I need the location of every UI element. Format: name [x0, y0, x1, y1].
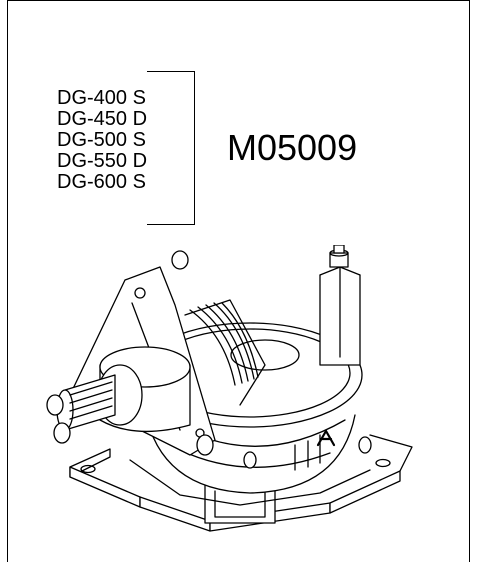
- model-item: DG-550 D: [57, 150, 148, 172]
- model-list: DG-400 S DG-450 D DG-500 S DG-550 D DG-6…: [57, 88, 147, 193]
- model-item: DG-450 D: [57, 108, 148, 130]
- model-item: DG-600 S: [57, 171, 146, 193]
- document-code: M05009: [227, 127, 358, 168]
- gear-stack: [184, 299, 266, 406]
- bearing-housing: [97, 346, 191, 433]
- page-frame: [7, 0, 470, 562]
- gearbox-drawing: [46, 245, 413, 532]
- bolts: [46, 250, 372, 469]
- base-frame: [69, 434, 413, 532]
- model-item: DG-400 S: [57, 87, 146, 109]
- model-item: DG-500 S: [57, 129, 146, 151]
- vertical-post: [319, 245, 361, 366]
- model-bracket: [147, 71, 195, 225]
